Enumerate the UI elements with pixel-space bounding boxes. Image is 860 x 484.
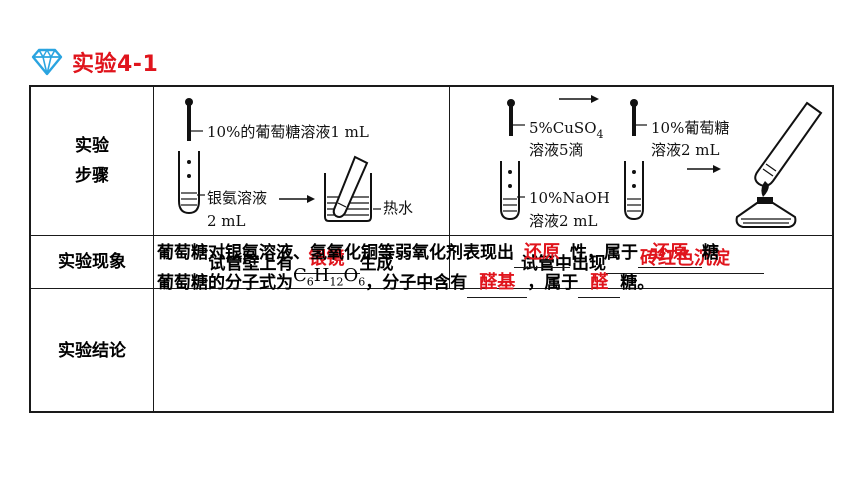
experiment-table: 实验 步骤 10%的葡萄糖溶液1 mL 银氨溶液 2 mL <box>29 85 834 413</box>
conclusion-blank4: 醛 <box>578 272 621 298</box>
cuso4-label-line2: 溶液5滴 <box>529 141 584 159</box>
hot-water-label: 热水 <box>383 199 413 217</box>
conclusion-answer-reducing: 还原 <box>524 242 560 263</box>
conclusion-line2-suffix: 糖。 <box>620 273 655 293</box>
dropper-icon <box>185 98 203 141</box>
arrow-icon <box>687 165 721 173</box>
dropper-icon <box>507 99 525 136</box>
conclusion-answer-reducing-sugar: 还原 <box>652 242 688 263</box>
procedure-header-line1: 实验 <box>75 136 109 156</box>
procedure-header-line2: 步骤 <box>75 166 109 186</box>
naoh-label-line1: 10%NaOH <box>529 189 610 207</box>
phenomenon-right-prefix: 试管中出现 <box>521 254 606 274</box>
conclusion-line1-mid: 性，属于 <box>570 243 638 263</box>
glucose-solution-label: 10%的葡萄糖溶液1 mL <box>207 123 369 141</box>
conclusion-line1-suffix: 糖 <box>702 243 719 263</box>
phenomenon-header: 实验现象 <box>58 251 126 272</box>
conclusion-text: 葡萄糖对银氨溶液、氢氧化铜等弱氧化剂表现出 还原 性，属于 还原 糖 葡萄糖的分… <box>157 238 805 298</box>
silver-ammonia-label-line2: 2 mL <box>207 212 246 230</box>
conclusion-line2-mid: ，分子中含有 <box>365 273 468 293</box>
phenomenon-left-answer: 银镜 <box>308 248 345 269</box>
arrow-icon <box>279 195 315 203</box>
section-title: 实验4-1 <box>72 52 159 77</box>
phenomenon-left-prefix: 试管壁上有 <box>208 254 294 274</box>
conclusion-line2-prefix: 葡萄糖的分子式为 <box>157 273 293 293</box>
phenomenon-right-answer: 砖红色沉淀 <box>640 248 730 269</box>
conclusion-line2: 葡萄糖的分子式为 C6H12O6 ，分子中含有 醛基 ，属于 醛 糖。 <box>157 265 805 298</box>
arrow-icon <box>559 95 599 103</box>
alcohol-lamp-icon <box>735 181 797 228</box>
phenomenon-right-cell: 试管中出现 砖红色沉淀 <box>449 235 836 288</box>
conclusion-blank3: 醛基 <box>467 272 528 298</box>
phenomenon-left-suffix: 生成 <box>359 254 394 274</box>
beaker-icon <box>324 155 381 222</box>
diamond-icon <box>31 48 63 76</box>
test-tube-icon <box>178 151 205 215</box>
conclusion-line1-prefix: 葡萄糖对银氨溶液、氢氧化铜等弱氧化剂表现出 <box>157 243 514 263</box>
copper-hydroxide-apparatus-figure: 5%CuSO4 溶液5滴 10%NaOH 溶液2 mL 10%葡萄糖 溶液2 m… <box>500 95 823 230</box>
conclusion-header: 实验结论 <box>58 340 126 361</box>
conclusion-blank1: 还原 <box>514 242 570 268</box>
conclusion-line1: 葡萄糖对银氨溶液、氢氧化铜等弱氧化剂表现出 还原 性，属于 还原 糖 <box>157 238 805 268</box>
test-tube-icon <box>624 161 644 221</box>
glucose-right-label-line2: 溶液2 mL <box>651 141 720 159</box>
heated-test-tube-icon <box>754 101 823 187</box>
dropper-icon <box>630 99 647 136</box>
glucose-right-label-line1: 10%葡萄糖 <box>651 119 729 137</box>
conclusion-answer-aldehyde-group: 醛基 <box>479 272 516 293</box>
silver-mirror-apparatus-figure: 10%的葡萄糖溶液1 mL 银氨溶液 2 mL 热水 <box>178 98 413 230</box>
cuso4-label-line1: 5%CuSO4 <box>529 119 604 141</box>
silver-ammonia-label-line1: 银氨溶液 <box>207 189 267 207</box>
phenomenon-right-blank: 砖红色沉淀 <box>606 248 764 274</box>
test-tube-icon <box>500 161 525 221</box>
procedure-header: 实验 步骤 <box>31 87 153 235</box>
phenomenon-left-cell: 试管壁上有 银镜 生成 <box>153 235 449 288</box>
glucose-formula: C6H12O6 <box>293 265 366 289</box>
section-title-row: 实验4-1 <box>30 44 158 80</box>
conclusion-answer-aldose: 醛 <box>590 272 609 293</box>
conclusion-blank2: 还原 <box>638 242 702 268</box>
conclusion-line2-mid2: ，属于 <box>527 273 579 293</box>
phenomenon-left-blank: 银镜 <box>293 248 360 274</box>
naoh-label-line2: 溶液2 mL <box>529 212 598 230</box>
